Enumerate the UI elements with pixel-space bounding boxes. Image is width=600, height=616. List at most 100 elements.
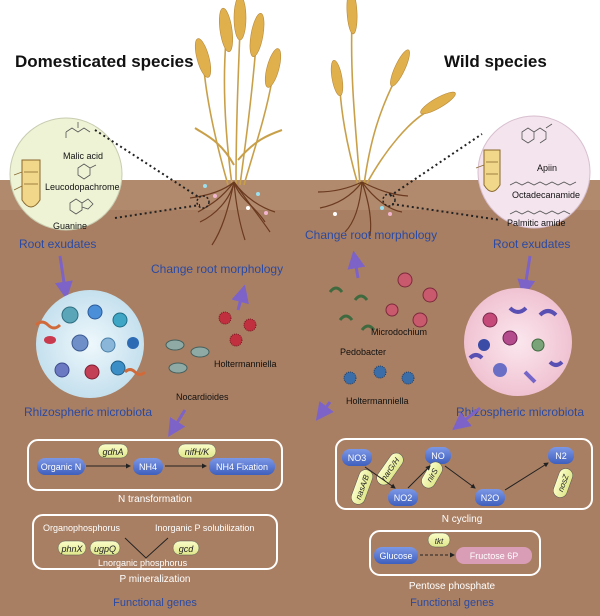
- pill-fructose: Fructose 6P: [456, 547, 532, 564]
- exudate-left-2: Leucodopachrome: [45, 182, 120, 192]
- svg-text:NO2: NO2: [394, 493, 413, 503]
- label-holtermanniella-right: Holtermanniella: [346, 396, 409, 406]
- arrow-microbes-to-root-right: [347, 250, 366, 279]
- svg-text:phnX: phnX: [60, 544, 83, 554]
- zoom-circle-left: [196, 195, 210, 209]
- microbe-cluster-right: [468, 306, 564, 384]
- svg-text:gcd: gcd: [179, 544, 195, 554]
- arrow-n2o-n2: [504, 462, 549, 491]
- label-change-root-right: Change root morphology: [305, 228, 437, 242]
- pill-no3: NO3: [342, 449, 372, 466]
- label-microdochium: Microdochium: [371, 327, 427, 337]
- svg-text:NH4: NH4: [139, 462, 157, 472]
- pedobacter-icons: [328, 286, 376, 331]
- svg-text:Fructose 6P: Fructose 6P: [470, 551, 519, 561]
- holtermanniella-icons-left: [218, 311, 257, 347]
- label-holtermanniella-left: Holtermanniella: [214, 359, 277, 369]
- gene-tkt: tkt: [427, 532, 451, 548]
- pentose-box: [369, 530, 541, 576]
- label-inorganic-solubilization: Inorganic P solubilization: [155, 523, 254, 533]
- arrow-microbes-to-root-left: [231, 284, 249, 311]
- svg-text:Glucose: Glucose: [379, 551, 412, 561]
- pill-n2: N2: [548, 447, 574, 464]
- roots-left: [189, 181, 276, 246]
- gene-nasab: nasA/B: [350, 469, 374, 505]
- arrow-no-n2o: [444, 465, 476, 489]
- svg-text:nifH/K: nifH/K: [185, 447, 211, 457]
- arrow-exudates-to-microbiota-left: [54, 255, 73, 300]
- gene-gcd: gcd: [172, 540, 200, 556]
- pill-nh4: NH4: [133, 458, 163, 475]
- exudate-right-3: Palmitic amide: [507, 218, 566, 228]
- exudate-right-1: Apiin: [537, 163, 557, 173]
- svg-text:ugpQ: ugpQ: [94, 544, 116, 554]
- nocardioides-icons: [165, 339, 210, 374]
- svg-text:gdhA: gdhA: [102, 447, 123, 457]
- label-root-exudates-right: Root exudates: [493, 237, 570, 251]
- connector-right: [389, 133, 501, 221]
- label-nocardioides: Nocardioides: [176, 392, 229, 402]
- molecule-icons-left: [65, 122, 97, 215]
- caption-n-cycling: N cycling: [442, 514, 483, 525]
- arrow-microbes-to-genes-left: [168, 409, 187, 438]
- pill-n2o: N2O: [475, 489, 505, 506]
- n-transformation-box: [27, 439, 283, 491]
- arrow-no2-no: [407, 465, 431, 489]
- svg-text:NH4 Fixation: NH4 Fixation: [216, 462, 268, 472]
- n-cycling-box: [335, 438, 593, 510]
- svg-text:N2: N2: [555, 451, 567, 461]
- wheat-plant-right: [330, 0, 456, 186]
- label-rhizo-left: Rhizospheric microbiota: [24, 405, 152, 419]
- svg-text:NO3: NO3: [348, 453, 367, 463]
- exudate-right-2: Octadecanamide: [512, 190, 580, 200]
- arrow-no3-no2: [364, 466, 396, 489]
- gene-ugpq: ugpQ: [89, 540, 121, 556]
- pill-nh4-fixation: NH4 Fixation: [209, 458, 275, 475]
- microdochium-icons: [385, 272, 438, 328]
- label-rhizo-right: Rhizospheric microbiota: [456, 405, 584, 419]
- svg-text:N2O: N2O: [481, 493, 500, 503]
- exudate-dots-right: [333, 206, 392, 216]
- label-lnorganic-phosphorus: Lnorganic phosphorus: [98, 558, 188, 568]
- gene-nirs: nirS: [421, 461, 443, 489]
- label-functional-genes-left: Functional genes: [113, 597, 197, 609]
- zoom-circle-right: [382, 193, 396, 207]
- microbe-cluster-left: [34, 304, 147, 380]
- root-tip-icon-left: [13, 159, 41, 208]
- pill-organic-n: Organic N: [37, 458, 85, 475]
- exudate-left-3: Guanine: [53, 221, 87, 231]
- connector-left: [94, 129, 201, 219]
- title-wild: Wild species: [444, 52, 547, 71]
- molecule-icons-right: [509, 123, 577, 215]
- exudate-left-1: Malic acid: [63, 151, 103, 161]
- svg-text:NO: NO: [431, 451, 445, 461]
- p-connector: [124, 537, 169, 559]
- svg-text:Organic N: Organic N: [41, 462, 82, 472]
- p-mineralization-box: [32, 514, 278, 570]
- gene-gdha: gdhA: [97, 443, 129, 459]
- gene-nifhk: nifH/K: [177, 443, 217, 459]
- holtermanniella-icons-right: [343, 365, 415, 385]
- pill-no: NO: [425, 447, 451, 464]
- pill-glucose: Glucose: [374, 547, 418, 564]
- arrow-microbiota-to-genes-right: [452, 406, 481, 431]
- svg-text:tkt: tkt: [435, 537, 444, 546]
- exudate-dots-left: [203, 184, 268, 215]
- label-change-root-left: Change root morphology: [151, 262, 283, 276]
- pill-no2: NO2: [388, 489, 418, 506]
- roots-right: [317, 181, 409, 237]
- root-tip-icon-right: [475, 149, 501, 192]
- title-domesticated: Domesticated species: [15, 52, 194, 71]
- label-root-exudates-left: Root exudates: [19, 237, 96, 251]
- exudate-circle-right: [477, 115, 591, 229]
- caption-p-mineralization: P mineralization: [120, 574, 191, 585]
- caption-n-transformation: N transformation: [118, 494, 192, 505]
- gene-nosz: nosZ: [553, 468, 573, 498]
- caption-pentose: Pentose phosphate: [409, 581, 496, 592]
- arrow-microbes-to-genes-right: [315, 401, 334, 421]
- wheat-plant-left: [194, 0, 283, 186]
- label-pedobacter: Pedobacter: [340, 347, 386, 357]
- label-organophosphorus: Organophosphorus: [43, 523, 121, 533]
